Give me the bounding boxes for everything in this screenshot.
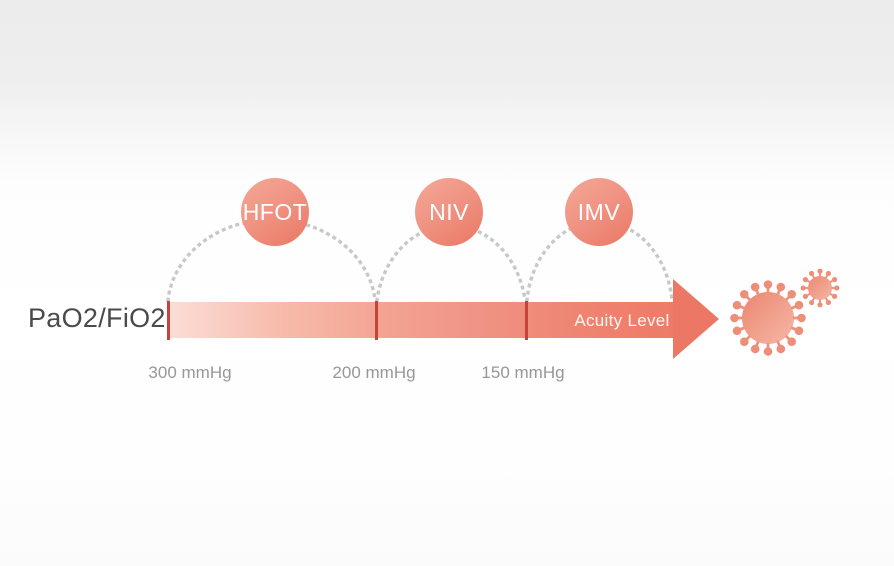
stage-label-imv: IMV bbox=[577, 198, 621, 225]
acuity-level-label: Acuity Level bbox=[574, 311, 670, 330]
virus-icons bbox=[728, 267, 841, 358]
tick-300 bbox=[167, 301, 170, 340]
stage-circle-imv: IMV bbox=[565, 178, 633, 246]
stage-label-hfot: HFOT bbox=[242, 198, 308, 225]
tick-200 bbox=[375, 301, 378, 340]
threshold-label-300: 300 mmHg bbox=[148, 363, 232, 382]
threshold-label-150: 150 mmHg bbox=[481, 363, 565, 382]
virus-icon-small bbox=[799, 267, 841, 309]
virus-icon-large bbox=[728, 278, 808, 358]
tick-150 bbox=[525, 301, 528, 340]
threshold-label-200: 200 mmHg bbox=[332, 363, 416, 382]
stage-circle-hfot: HFOT bbox=[241, 178, 309, 246]
stage-circle-niv: NIV bbox=[415, 178, 483, 246]
acuity-arrow-bar bbox=[167, 302, 673, 338]
stage-label-niv: NIV bbox=[429, 198, 469, 225]
arrow-head bbox=[673, 279, 719, 359]
axis-label: PaO2/FiO2 bbox=[28, 303, 166, 333]
